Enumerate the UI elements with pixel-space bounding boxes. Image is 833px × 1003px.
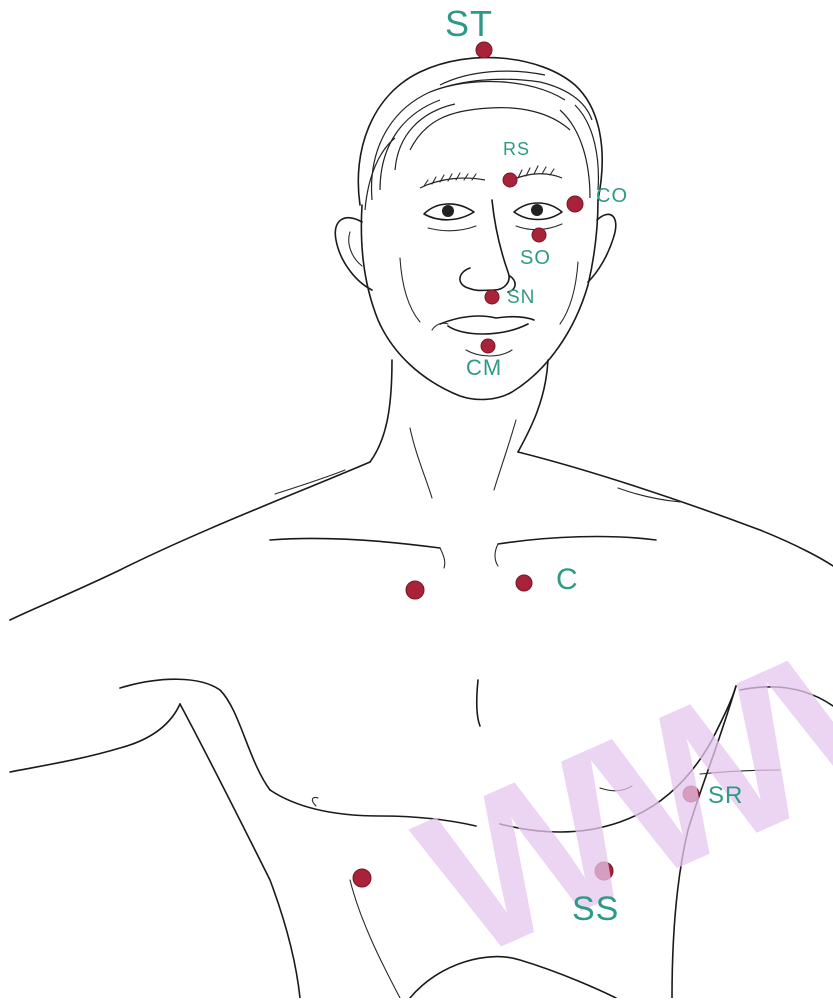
neck-and-shoulders [10,360,833,620]
label-c: C [556,565,579,595]
hair [358,58,602,210]
label-sr: SR [708,784,743,808]
label-st: ST [445,6,493,42]
label-ss: SS [572,892,619,926]
point-ss-left [353,869,371,887]
label-co: CO [596,186,628,206]
point-c-right [516,575,532,591]
point-cm [481,339,495,353]
point-st [476,42,492,58]
label-so: SO [520,248,551,268]
point-co [567,196,583,212]
point-rs [503,173,517,187]
label-rs: RS [503,140,530,158]
point-so [532,228,546,242]
label-cm: CM [466,357,502,379]
point-sn [485,290,499,304]
label-sn: SN [507,288,535,307]
point-c-left [406,581,424,599]
